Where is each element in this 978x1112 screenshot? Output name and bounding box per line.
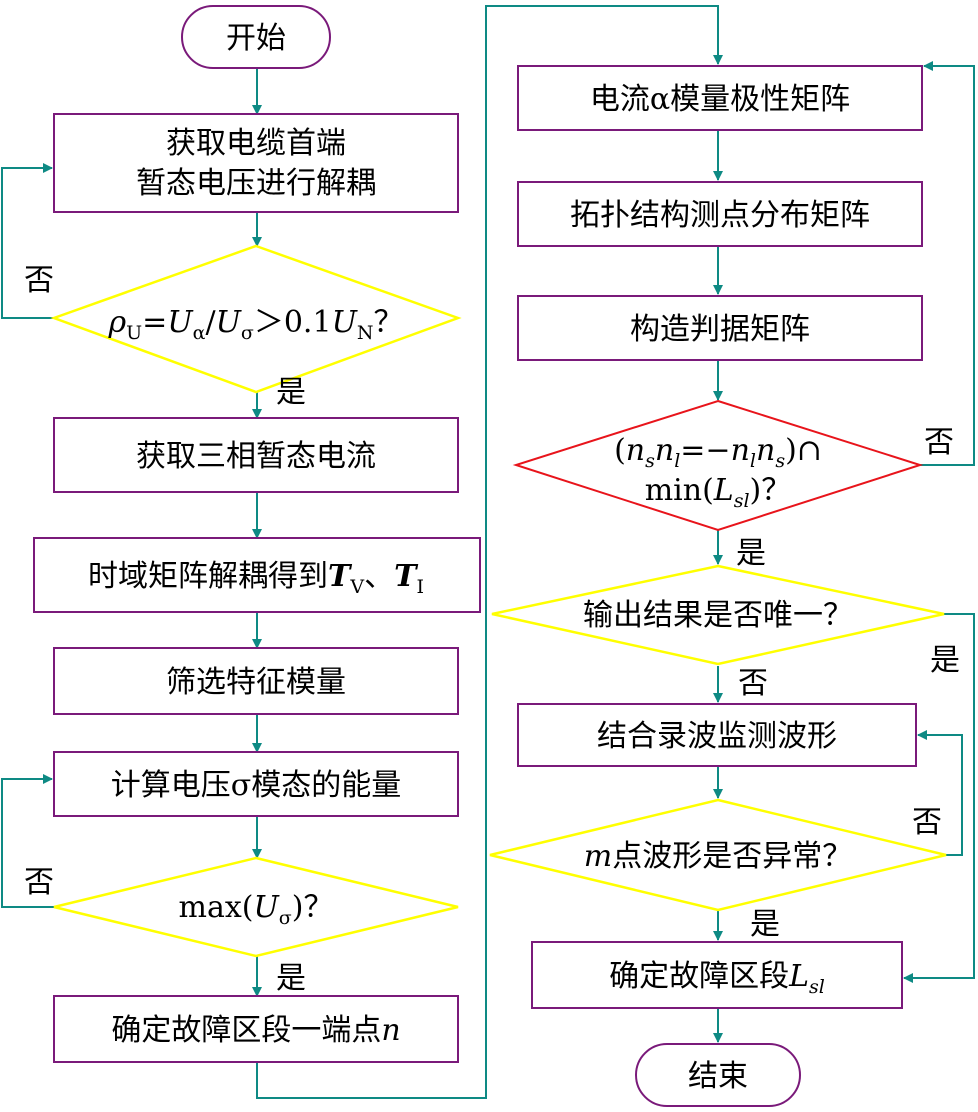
unique-condition-label: 输出结果是否唯一？ — [583, 598, 853, 633]
rho-yes-label: 是 — [276, 375, 306, 410]
max-yes-label: 是 — [276, 961, 306, 996]
final-segment-label: 确定故障区段Lsl — [609, 959, 825, 998]
unique-decision: 输出结果是否唯一？ — [491, 564, 945, 666]
wave-yes-label: 是 — [750, 907, 780, 942]
decouple-box: 时域矩阵解耦得到TV、TI — [33, 537, 481, 613]
topo-matrix-label: 拓扑结构测点分布矩阵 — [570, 198, 870, 233]
edge-max-no-loop — [1, 774, 54, 908]
combine-wave-label: 结合录波监测波形 — [597, 719, 837, 754]
criterion-matrix-box: 构造判据矩阵 — [517, 295, 923, 361]
connectors — [1, 5, 975, 1099]
acquire-current-box: 获取三相暂态电流 — [53, 417, 459, 493]
start-node: 开始 — [181, 5, 331, 69]
max-condition-label: max(Uσ)？ — [179, 890, 334, 929]
rho-decision: ρU=Uα/Uσ＞0.1UN？ — [50, 244, 462, 394]
combine-wave-box: 结合录波监测波形 — [517, 703, 917, 767]
compute-energy-box: 计算电压σ模态的能量 — [53, 751, 459, 817]
max-decision: max(Uσ)？ — [53, 856, 459, 958]
wave-no-label: 否 — [912, 805, 942, 840]
edge-criterion-no-loop — [920, 61, 975, 466]
alpha-matrix-box: 电流α模量极性矩阵 — [517, 65, 923, 131]
acquire-voltage-line2: 暂态电压进行解耦 — [136, 166, 376, 201]
endpoint-label: 确定故障区段一端点n — [111, 1013, 400, 1048]
criterion-decision: (nsnl=−nlns)∩ min(Lsl)？ — [512, 399, 924, 532]
wave-condition-label: m点波形是否异常？ — [584, 839, 852, 874]
decouple-label: 时域矩阵解耦得到TV、TI — [88, 559, 424, 598]
final-segment-box: 确定故障区段Lsl — [531, 941, 903, 1009]
select-mode-box: 筛选特征模量 — [53, 647, 459, 715]
unique-yes-label: 是 — [930, 643, 960, 678]
select-mode-label: 筛选特征模量 — [166, 665, 346, 700]
unique-no-label: 否 — [738, 666, 768, 701]
edge-wave-no-loop — [917, 730, 963, 856]
endpoint-box: 确定故障区段一端点n — [53, 995, 459, 1063]
wave-decision: m点波形是否异常？ — [489, 798, 947, 912]
edge-labels: 否 是 否 是 否 是 是 否 否 是 — [24, 263, 960, 996]
criterion-no-label: 否 — [924, 425, 954, 460]
rho-no-label: 否 — [24, 263, 54, 298]
criterion-yes-label: 是 — [736, 536, 766, 571]
end-node: 结束 — [635, 1043, 801, 1107]
acquire-current-label: 获取三相暂态电流 — [136, 439, 376, 474]
alpha-matrix-label: 电流α模量极性矩阵 — [590, 82, 850, 117]
rho-condition-label: ρU=Uα/Uσ＞0.1UN？ — [108, 305, 404, 344]
end-label: 结束 — [688, 1059, 748, 1094]
edge-unique-yes-final — [903, 613, 975, 983]
criterion-matrix-label: 构造判据矩阵 — [630, 312, 810, 347]
compute-energy-label: 计算电压σ模态的能量 — [111, 768, 401, 803]
criterion-condition-line1: (nsnl=−nlns)∩ — [614, 433, 822, 472]
criterion-condition-line2: min(Lsl)？ — [645, 473, 792, 512]
topo-matrix-box: 拓扑结构测点分布矩阵 — [517, 181, 923, 247]
edge-rho-no-loop — [1, 163, 54, 319]
start-label: 开始 — [226, 21, 286, 56]
acquire-voltage-line1: 获取电缆首端 — [166, 126, 346, 161]
max-no-label: 否 — [24, 865, 54, 900]
acquire-voltage-box: 获取电缆首端 暂态电压进行解耦 — [53, 113, 459, 213]
edge-to-right-column — [256, 5, 723, 1099]
